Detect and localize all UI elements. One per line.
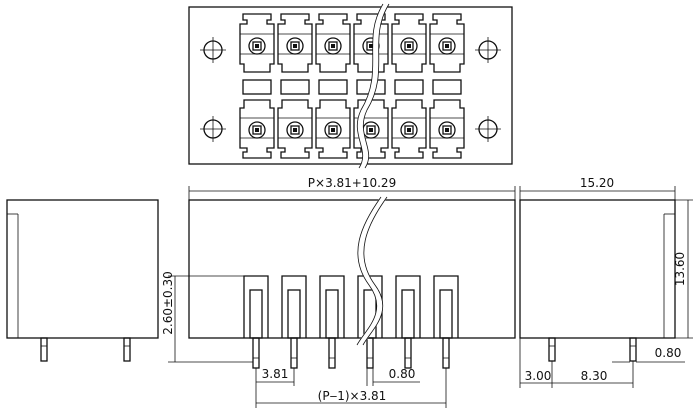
pitch-label: 3.81 bbox=[262, 367, 289, 381]
terminal bbox=[277, 13, 313, 73]
pin-offset-height-label: 2.60±0.30 bbox=[161, 271, 175, 335]
top-view-housing bbox=[188, 6, 513, 165]
top-view-break-line bbox=[356, 2, 390, 170]
terminal bbox=[391, 13, 427, 73]
contact-slot bbox=[243, 275, 269, 369]
mounting-hole-bottom-right bbox=[475, 116, 501, 142]
left-view-body bbox=[6, 199, 159, 339]
terminal bbox=[429, 99, 465, 159]
terminal bbox=[391, 99, 427, 159]
left-view-pin bbox=[40, 337, 48, 362]
terminal bbox=[429, 13, 465, 73]
terminal bbox=[239, 13, 275, 73]
overall-length-label: P×3.81+10.29 bbox=[308, 176, 396, 190]
contact-slot bbox=[395, 275, 421, 369]
mounting-hole-top-right bbox=[475, 37, 501, 63]
front-view bbox=[188, 195, 516, 369]
terminal bbox=[315, 99, 351, 159]
front-view-contacts bbox=[243, 275, 459, 369]
top-view bbox=[188, 2, 513, 170]
terminal bbox=[277, 99, 313, 159]
top-terminal-row bbox=[239, 13, 465, 73]
bottom-terminal-row bbox=[239, 99, 465, 159]
right-side-view bbox=[519, 199, 676, 362]
front-view-break-line bbox=[356, 195, 388, 347]
pin-width-side-label: 0.80 bbox=[655, 346, 682, 360]
height-label: 13.60 bbox=[673, 252, 687, 286]
pin-row-spacing-label: 8.30 bbox=[581, 369, 608, 383]
terminal bbox=[315, 13, 351, 73]
left-view-pin bbox=[123, 337, 131, 362]
right-view-pin bbox=[629, 337, 637, 362]
pin-span-label: (P‒1)×3.81 bbox=[318, 389, 387, 403]
mounting-hole-bottom-left bbox=[200, 116, 226, 142]
dimension-lines bbox=[168, 186, 693, 408]
contact-slot bbox=[281, 275, 307, 369]
contact-slot bbox=[433, 275, 459, 369]
terminal bbox=[353, 13, 389, 73]
side-width-label: 15.20 bbox=[580, 176, 614, 190]
mounting-hole-top-left bbox=[200, 37, 226, 63]
contact-slot bbox=[319, 275, 345, 369]
center-windows bbox=[242, 79, 462, 95]
left-side-view bbox=[6, 199, 159, 362]
pin-edge-offset-label: 3.00 bbox=[525, 369, 552, 383]
front-view-body bbox=[188, 199, 516, 339]
pin-width-front-label: 0.80 bbox=[389, 367, 416, 381]
terminal bbox=[239, 99, 275, 159]
right-view-body bbox=[519, 199, 676, 339]
right-view-pin bbox=[548, 337, 556, 362]
